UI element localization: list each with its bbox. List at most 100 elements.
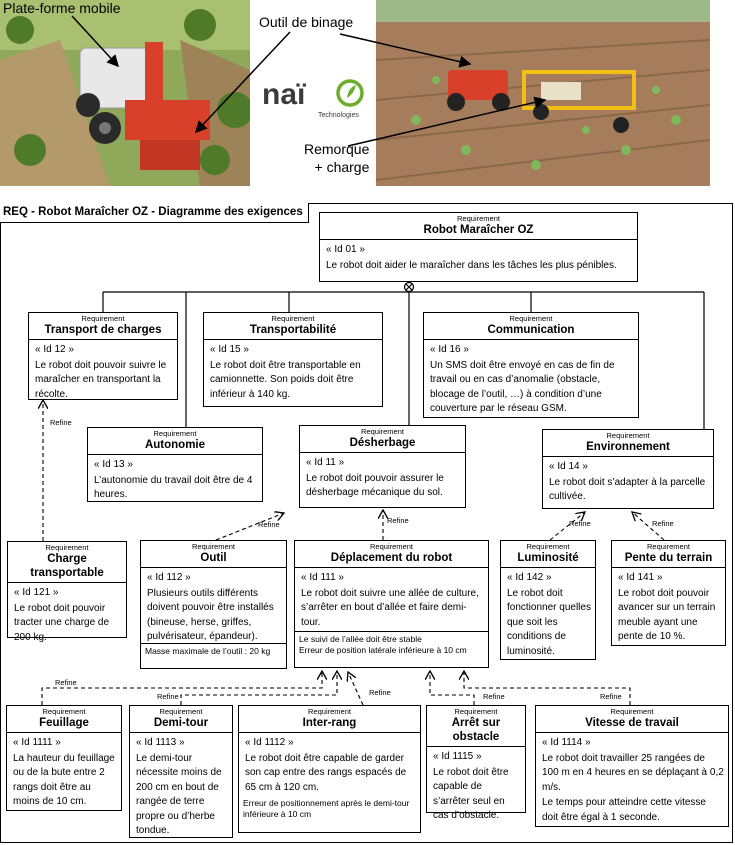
- requirement-name: Autonomie: [144, 439, 206, 451]
- requirement-name: Communication: [487, 324, 575, 336]
- requirement-id: « Id 1113 »: [136, 737, 185, 748]
- requirements-diagram-frame: [0, 203, 733, 843]
- requirement-id: « Id 142 »: [507, 572, 552, 583]
- requirement-id: « Id 01 »: [326, 244, 365, 255]
- requirement-text: Le robot doit être transportable en cami…: [210, 359, 361, 400]
- requirement-text: Plusieurs outils différents doivent pouv…: [147, 587, 274, 643]
- label-plate-forme-mobile: Plate-forme mobile: [3, 0, 121, 16]
- requirement-name: Désherbage: [349, 437, 416, 449]
- stereotype-label: Requirement: [370, 542, 413, 551]
- refine-label: Refine: [569, 519, 591, 528]
- requirement-name: Vitesse de travail: [585, 717, 679, 729]
- svg-text:naï: naï: [262, 78, 306, 111]
- requirement-id: « Id 1115 »: [433, 751, 482, 762]
- stereotype-label: Requirement: [192, 542, 235, 551]
- refine-label: Refine: [50, 418, 72, 427]
- stereotype-label: Requirement: [509, 314, 553, 323]
- stereotype-label: Requirement: [153, 429, 197, 438]
- stereotype-label: Requirement: [271, 314, 315, 323]
- stereotype-label: Requirement: [610, 707, 654, 716]
- refine-label: Refine: [600, 692, 622, 701]
- requirement-note: Masse maximale de l’outil : 20 kg: [141, 643, 286, 659]
- requirement-note: Le suivi de l’allée doit être stable: [299, 634, 422, 644]
- photo-robot-with-tool: [0, 0, 250, 186]
- requirement-text: Le robot doit travailler 25 rangées de 1…: [542, 752, 724, 793]
- requirement-id: « Id 11 »: [306, 457, 345, 468]
- svg-text:Technologies: Technologies: [318, 112, 359, 119]
- requirement-note: Erreur de positionnement après le demi-t…: [243, 798, 410, 820]
- requirement-text: Le robot doit pouvoir assurer le désherb…: [306, 472, 444, 499]
- stereotype-label: Requirement: [457, 214, 500, 223]
- refine-label: Refine: [55, 678, 77, 687]
- requirement-text: Le robot doit être capable de s’arrêter …: [433, 766, 509, 822]
- requirement-id: « Id 1111 »: [13, 737, 61, 748]
- requirement-text: La hauteur du feuillage ou de la bute en…: [13, 752, 115, 808]
- requirement-name: Robot Maraîcher OZ: [423, 224, 534, 236]
- requirement-name: Charge transportable: [30, 553, 104, 579]
- requirement-text: Le robot doit aider le maraîcher dans le…: [326, 259, 617, 271]
- requirement-text-2: Le temps pour atteindre cette vitesse do…: [542, 797, 706, 823]
- stereotype-label: Requirement: [45, 543, 89, 552]
- refine-label: Refine: [157, 692, 179, 701]
- refine-label: Refine: [387, 516, 409, 525]
- requirement-text: Le robot doit pouvoir avancer sur un ter…: [618, 587, 716, 643]
- requirement-text: Un SMS doit être envoyé en cas de fin de…: [430, 359, 615, 415]
- stereotype-label: Requirement: [361, 427, 404, 436]
- stereotype-label: Requirement: [308, 707, 351, 716]
- requirement-name: Feuillage: [39, 717, 89, 729]
- requirement-name: Demi-tour: [153, 717, 209, 729]
- stereotype-label: Requirement: [42, 707, 86, 716]
- stereotype-label: Requirement: [159, 707, 203, 716]
- requirement-name: Inter-rang: [302, 717, 357, 729]
- requirement-id: « Id 12 »: [35, 344, 74, 355]
- requirement-name: Environnement: [586, 441, 670, 453]
- refine-label: Refine: [258, 520, 280, 529]
- requirement-text: Le robot doit pouvoir suivre le maraîche…: [35, 359, 167, 400]
- requirement-text: Le robot doit fonctionner quelles que so…: [507, 587, 591, 657]
- requirement-text: L’autonomie du travail doit être de 4 he…: [94, 474, 253, 501]
- requirement-text: Le robot doit suivre une allée de cultur…: [301, 587, 479, 628]
- refine-label: Refine: [369, 688, 391, 697]
- requirement-name: Transportabilité: [249, 324, 337, 336]
- diagram-title: REQ - Robot Maraîcher OZ - Diagramme des…: [0, 203, 309, 223]
- stereotype-label: Requirement: [647, 542, 690, 551]
- requirement-id: « Id 111 »: [301, 572, 344, 583]
- requirement-name: Outil: [200, 552, 227, 564]
- refine-label: Refine: [483, 692, 505, 701]
- photo-robot-with-trailer: [376, 0, 710, 186]
- refine-label: Refine: [652, 519, 674, 528]
- stereotype-label: Requirement: [526, 542, 570, 551]
- requirement-id: « Id 14 »: [549, 461, 588, 472]
- stereotype-label: Requirement: [81, 314, 125, 323]
- photo-annotation-arrows: [71, 15, 547, 147]
- requirement-name: Pente du terrain: [624, 552, 713, 564]
- requirement-id: « Id 141 »: [618, 572, 663, 583]
- requirement-text: Le robot doit être capable de garder son…: [245, 752, 407, 793]
- label-outil-de-binage: Outil de binage: [259, 14, 354, 30]
- stereotype-label: Requirement: [606, 431, 650, 440]
- requirement-note: Erreur de position latérale inférieure à…: [299, 645, 467, 656]
- requirement-name: Déplacement du robot: [330, 552, 453, 564]
- requirement-id: « Id 1112 »: [245, 737, 294, 748]
- requirement-id: « Id 121 »: [14, 587, 59, 598]
- requirement-name: Luminosité: [517, 552, 579, 564]
- naio-logo: naï Technologies: [262, 76, 372, 122]
